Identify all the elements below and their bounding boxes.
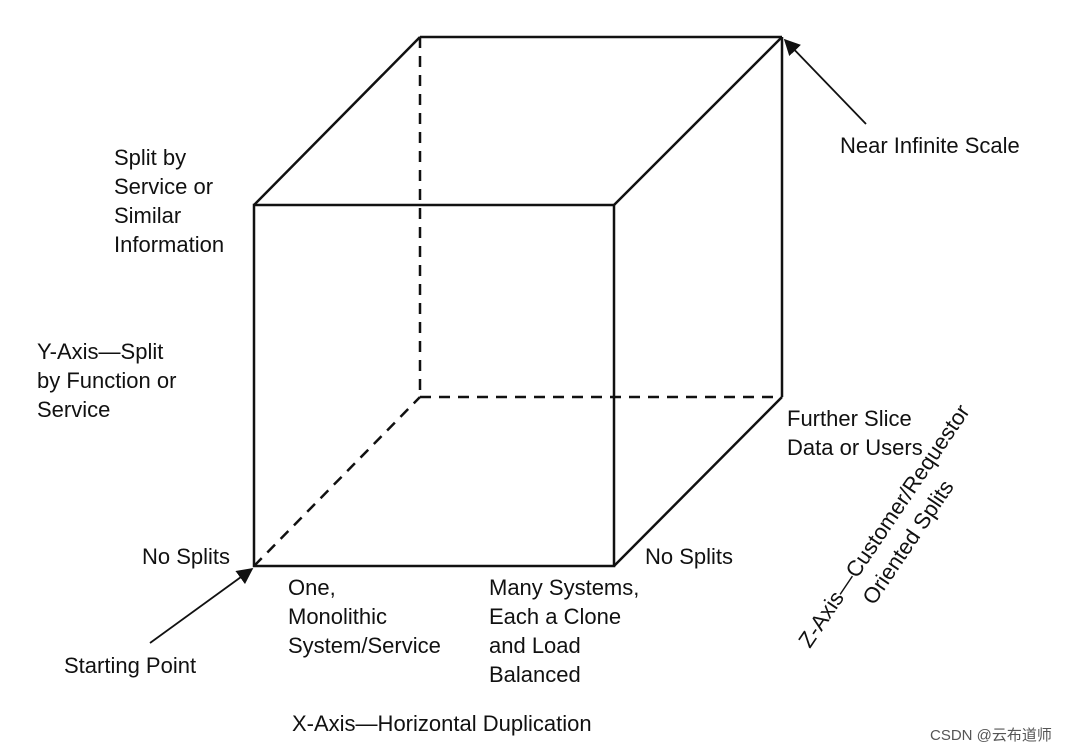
edge-bottom-right-depth: [613, 396, 783, 567]
edge-top-left-depth: [253, 36, 421, 206]
hidden-edge-depth-bottom-left: [253, 396, 421, 567]
label-near-infinite-scale: Near Infinite Scale: [840, 133, 1020, 158]
label-x-axis: X-Axis—Horizontal Duplication: [292, 711, 592, 736]
label-starting-point: Starting Point: [64, 653, 197, 678]
edge-top-right-depth: [613, 36, 783, 206]
near-infinite-scale-arrow: [783, 38, 867, 125]
starting-point-arrow: [149, 568, 254, 644]
watermark: CSDN @云布道师: [930, 727, 1052, 744]
cube-front-face: [252, 203, 616, 568]
label-no-splits-left: No Splits: [142, 544, 231, 569]
label-no-splits-right: No Splits: [645, 544, 734, 569]
